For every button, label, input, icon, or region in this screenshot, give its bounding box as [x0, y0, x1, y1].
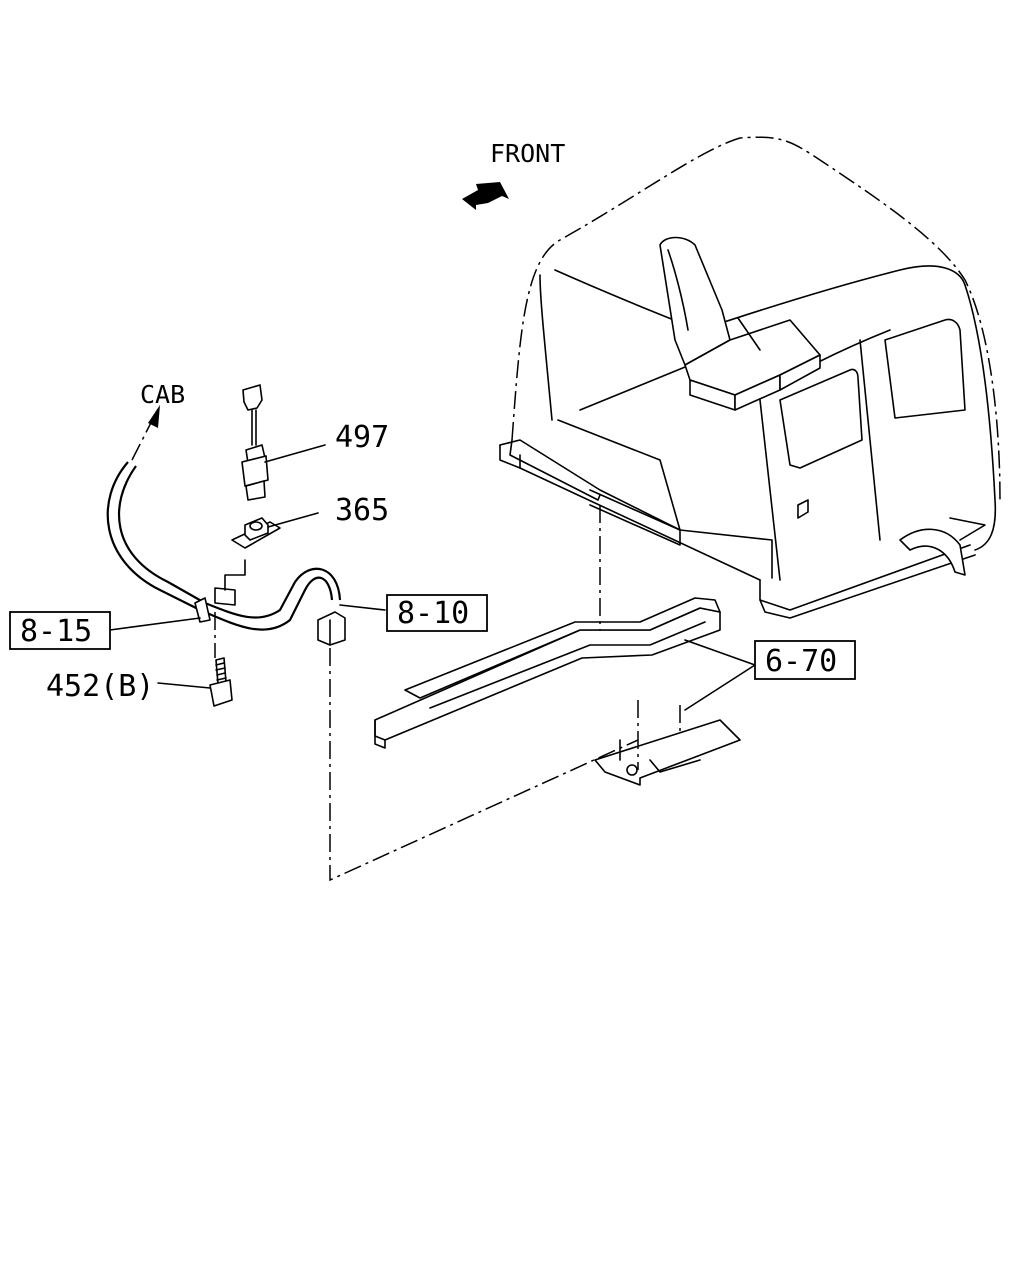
ref-6-70-label: 6-70 — [765, 644, 837, 679]
seat — [659, 236, 821, 411]
wire-harness — [106, 404, 639, 882]
ref-6-70-box[interactable]: 6-70 — [754, 640, 856, 680]
front-indicator: FRONT — [462, 139, 565, 210]
cab-body — [499, 136, 1001, 619]
part-452b-bolt — [157, 657, 233, 707]
ref-8-15-label: 8-15 — [20, 614, 92, 649]
front-label: FRONT — [490, 139, 565, 168]
ref-8-15-box[interactable]: 8-15 — [9, 611, 111, 650]
part-365-label: 365 — [335, 493, 389, 528]
ref-8-10-label: 8-10 — [397, 596, 469, 631]
cab-label: CAB — [140, 380, 185, 409]
ref-8-10-box[interactable]: 8-10 — [386, 594, 488, 632]
part-497-label: 497 — [335, 420, 389, 455]
part-365-bracket — [231, 512, 319, 549]
chassis-frame — [374, 505, 741, 786]
front-arrow-icon — [462, 182, 509, 210]
part-497-sender — [241, 384, 326, 501]
part-452b-label: 452(B) — [46, 669, 154, 704]
